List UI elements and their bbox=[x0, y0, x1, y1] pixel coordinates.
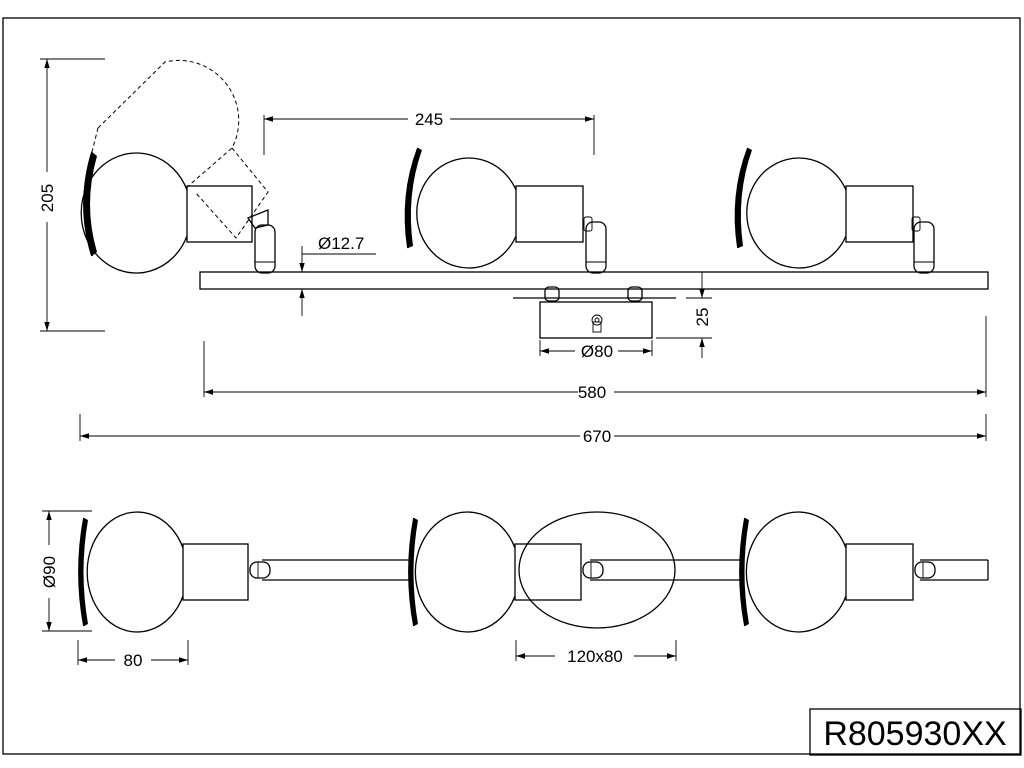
top-spot-left bbox=[79, 512, 270, 632]
dim-shade-diameter-label: Ø90 bbox=[40, 556, 59, 588]
dim-base-diameter: Ø80 bbox=[540, 340, 652, 361]
dim-overall-length-label: 670 bbox=[583, 427, 611, 446]
dim-shade-depth-label: 80 bbox=[124, 651, 143, 670]
dim-base-height: 25 bbox=[656, 272, 712, 358]
dim-tube: Ø12.7 bbox=[302, 234, 376, 316]
drawing-frame bbox=[3, 18, 1020, 754]
dim-bar-length-label: 580 bbox=[578, 383, 606, 402]
top-base-plate bbox=[519, 512, 675, 628]
dim-spacing-label: 245 bbox=[415, 110, 443, 129]
dim-spacing: 245 bbox=[264, 110, 594, 155]
dim-tube-label: Ø12.7 bbox=[318, 234, 364, 253]
top-bar bbox=[262, 560, 988, 580]
product-code-box: R805930XX bbox=[810, 709, 1021, 755]
spot-left bbox=[81, 60, 275, 273]
dim-base-plate-label: 120x80 bbox=[567, 647, 623, 666]
top-spot-middle bbox=[409, 512, 603, 632]
product-code: R805930XX bbox=[823, 715, 1006, 753]
dim-overall-length: 670 bbox=[80, 414, 986, 446]
dim-base-height-label: 25 bbox=[693, 308, 712, 327]
dim-base-plate: 120x80 bbox=[516, 640, 676, 666]
ceiling-base bbox=[513, 287, 676, 338]
dim-base-diameter-label: Ø80 bbox=[581, 342, 613, 361]
dim-height: 205 bbox=[38, 59, 105, 331]
front-view: 245 205 Ø12.7 25 bbox=[38, 59, 988, 446]
spot-right bbox=[736, 148, 934, 273]
top-view: Ø90 80 120x80 bbox=[40, 511, 988, 670]
dim-shade-depth: 80 bbox=[78, 640, 188, 670]
top-spot-right bbox=[740, 512, 935, 632]
spot-middle bbox=[406, 148, 606, 273]
dim-height-label: 205 bbox=[38, 184, 57, 212]
mounting-bar bbox=[200, 272, 988, 289]
